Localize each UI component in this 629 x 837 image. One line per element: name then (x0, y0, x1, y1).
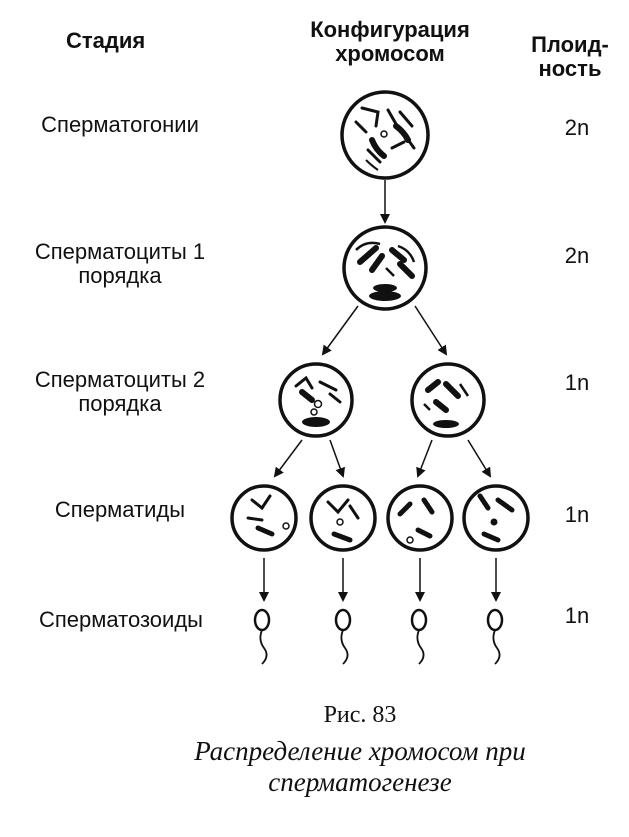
cell-spermatid-1 (230, 484, 298, 552)
stage-label-spermatids: Сперматиды (54, 497, 186, 522)
stage-label-spermatogonia: Сперматогонии (41, 112, 199, 137)
arrow (414, 305, 448, 356)
cell-spermatogonium (340, 90, 430, 180)
header-configuration: Конфигурация хромосом (310, 17, 470, 66)
arrow (416, 439, 433, 478)
figure-label: Рис. 83 (323, 702, 397, 728)
cell-spermatid-2 (309, 484, 377, 552)
spermatozoon-1 (253, 608, 271, 665)
header-ploidy: Плоид-ность (531, 32, 609, 81)
ploidy-spermatogonia: 2n (564, 115, 590, 140)
ploidy-secondary-spermatocytes: 1n (564, 370, 590, 395)
cell-spermatid-3 (386, 484, 454, 552)
spermatozoon-2 (334, 608, 352, 665)
cell-secondary-spermatocyte-right (410, 362, 486, 438)
stage-label-primary-spermatocytes: Сперматоциты 1 порядка (34, 239, 206, 288)
arrow (321, 305, 359, 356)
cell-secondary-spermatocyte-left (278, 362, 354, 438)
stage-label-spermatozoa: Сперматозоиды (39, 607, 203, 632)
ploidy-spermatozoa: 1n (564, 603, 590, 628)
cell-spermatid-4 (462, 484, 530, 552)
arrow (467, 439, 492, 478)
spermatozoon-4 (486, 608, 504, 665)
spermatozoon-3 (410, 608, 428, 665)
cell-primary-spermatocyte (342, 225, 428, 311)
ploidy-primary-spermatocytes: 2n (564, 243, 590, 268)
ploidy-spermatids: 1n (564, 502, 590, 527)
header-stage: Стадия (66, 28, 146, 53)
arrow (273, 439, 303, 478)
arrow (329, 439, 345, 478)
figure-caption: Распределение хромосом при сперматогенез… (194, 736, 526, 797)
stage-label-secondary-spermatocytes: Сперматоциты 2 порядка (34, 367, 206, 416)
